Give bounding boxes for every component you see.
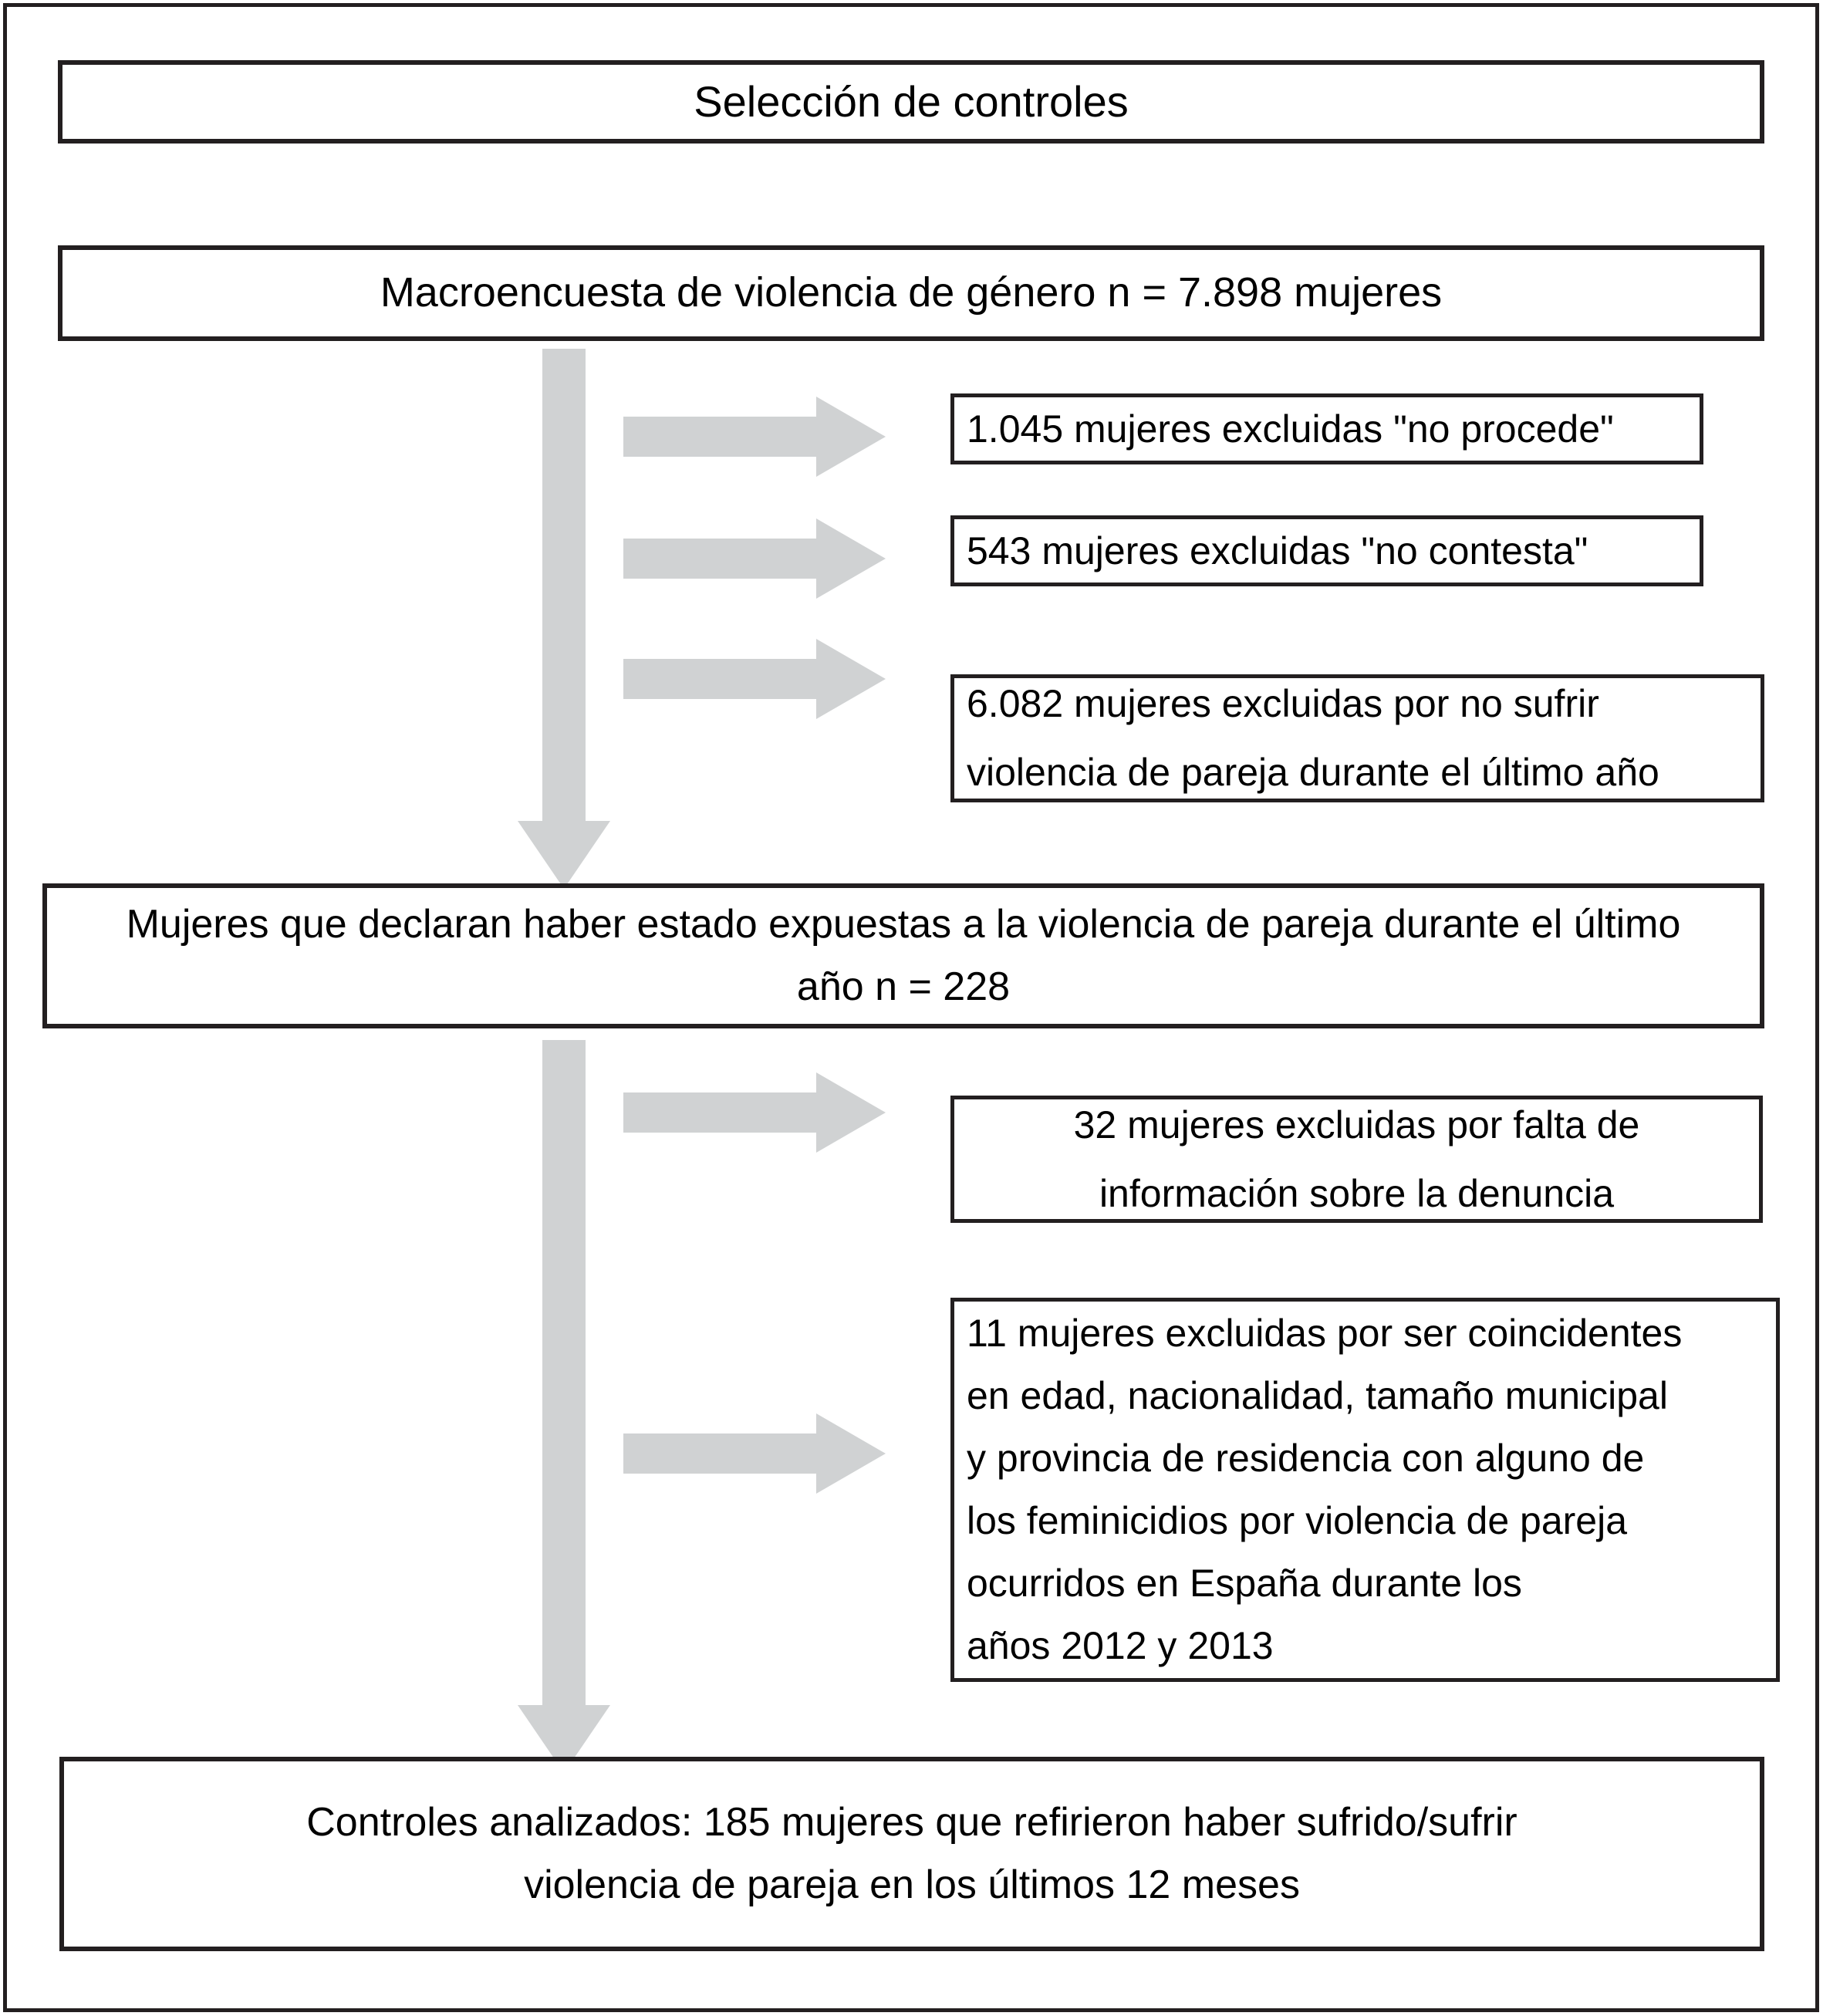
down-arrow-shaft-2 [542,1040,586,1711]
declared-exposure-text: Mujeres que declaran haber estado expues… [126,902,1681,1009]
down-arrow-icon-1 [518,821,610,889]
down-arrow-icon-2 [518,1705,610,1773]
exclusion-text-coincidentes: 11 mujeres excluidas por ser coincidente… [967,1312,1683,1667]
right-arrow-icon-1 [623,397,886,477]
exclusion-box-no-contesta: 543 mujeres excluidas "no contesta" [950,515,1703,586]
analyzed-controls-text: Controles analizados: 185 mujeres que re… [306,1800,1517,1907]
exclusion-box-falta-informacion: 32 mujeres excluidas por falta de inform… [950,1096,1763,1223]
right-arrow-icon-2 [623,518,886,599]
exclusion-box-sin-violencia: 6.082 mujeres excluidas por no sufrir vi… [950,674,1764,802]
right-arrow-icon-5 [623,1413,886,1494]
title-box: Selección de controles [58,60,1764,144]
down-arrow-shaft-1 [542,349,586,827]
exclusion-box-no-procede: 1.045 mujeres excluidas "no procede" [950,393,1703,464]
source-population-text: Macroencuesta de violencia de género n =… [380,269,1443,316]
right-arrow-icon-3 [623,639,886,719]
declared-exposure-box: Mujeres que declaran haber estado expues… [42,883,1764,1028]
exclusion-text-no-contesta: 543 mujeres excluidas "no contesta" [967,528,1588,572]
figure-outer-border [3,3,1819,2012]
exclusion-box-coincidentes: 11 mujeres excluidas por ser coincidente… [950,1298,1780,1682]
exclusion-text-no-procede: 1.045 mujeres excluidas "no procede" [967,407,1614,451]
right-arrow-icon-4 [623,1072,886,1153]
analyzed-controls-box: Controles analizados: 185 mujeres que re… [59,1757,1764,1951]
title-text: Selección de controles [694,76,1129,126]
source-population-box: Macroencuesta de violencia de género n =… [58,245,1764,341]
exclusion-text-falta-informacion: 32 mujeres excluidas por falta de inform… [1073,1103,1640,1215]
exclusion-text-sin-violencia: 6.082 mujeres excluidas por no sufrir vi… [967,682,1659,794]
